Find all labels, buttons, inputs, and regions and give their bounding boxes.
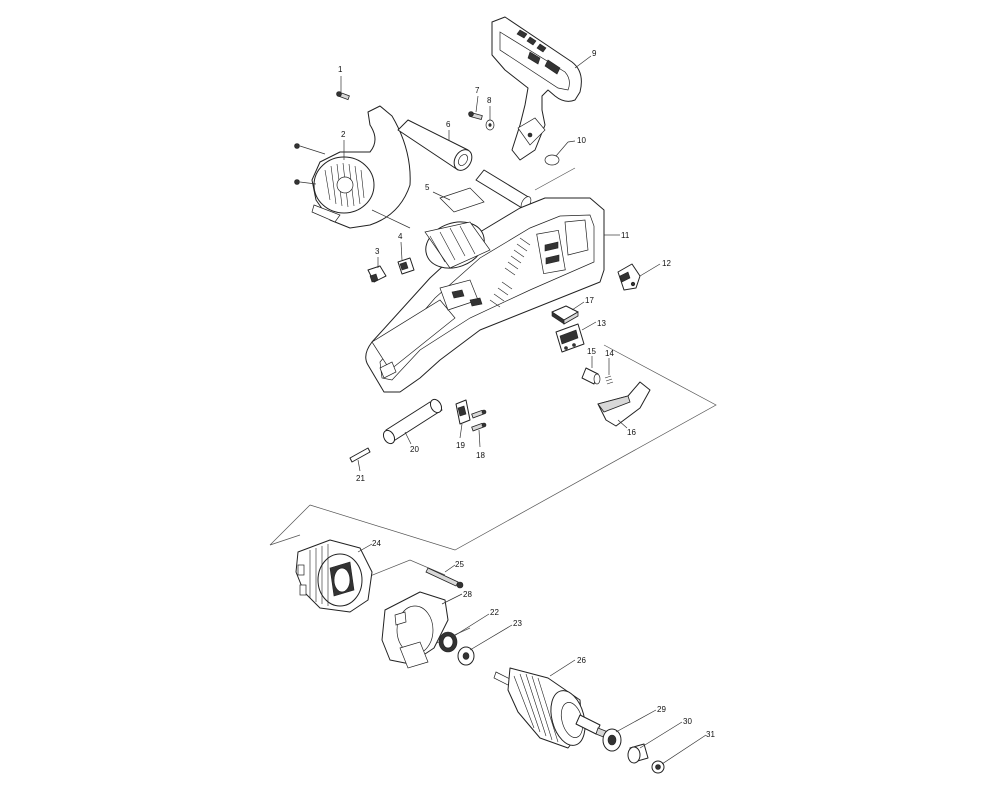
callout-part-24: 24 bbox=[372, 539, 381, 548]
washer-part-8 bbox=[485, 119, 495, 131]
part-callouts: 1 2 3 4 5 6 7 8 9 10 11 12 13 14 15 16 1… bbox=[338, 49, 715, 739]
callout-part-3: 3 bbox=[375, 247, 380, 256]
screw-part-18 bbox=[471, 409, 487, 432]
cord-guard-part-20 bbox=[382, 398, 443, 445]
callout-part-11: 11 bbox=[621, 231, 630, 240]
callout-part-20: 20 bbox=[410, 445, 419, 454]
callout-part-12: 12 bbox=[662, 259, 671, 268]
upper-assembly-frame bbox=[309, 167, 717, 551]
block-part-17 bbox=[551, 305, 579, 325]
brush-part-3 bbox=[367, 265, 387, 283]
spring-part bbox=[544, 141, 569, 166]
rod-part bbox=[475, 169, 532, 210]
callout-part-1: 1 bbox=[338, 65, 343, 74]
tube-part bbox=[397, 119, 473, 171]
callout-leaders bbox=[340, 55, 707, 765]
retainer-part-30 bbox=[627, 743, 649, 764]
callout-part-25: 25 bbox=[455, 560, 464, 569]
callout-part-22: 22 bbox=[490, 608, 499, 617]
callout-part-18: 18 bbox=[476, 451, 485, 460]
main-housing-part bbox=[365, 197, 605, 393]
callout-part-7: 7 bbox=[475, 86, 480, 95]
callout-part-29: 29 bbox=[657, 705, 666, 714]
callout-part-21: 21 bbox=[356, 474, 365, 483]
callout-part-31: 31 bbox=[706, 730, 715, 739]
switch-part-12 bbox=[617, 263, 641, 291]
motor-cover-part bbox=[294, 105, 411, 229]
switch-part-13 bbox=[555, 323, 585, 353]
nut-part-31 bbox=[651, 760, 665, 774]
brush-holder-part-4 bbox=[397, 257, 415, 275]
screw-part-1 bbox=[336, 91, 350, 101]
baffle-plate-part-28 bbox=[381, 591, 449, 669]
washer-part-23 bbox=[457, 646, 475, 666]
stator-part-24 bbox=[295, 539, 373, 613]
pin-part-21 bbox=[349, 447, 371, 463]
clamp-part-19 bbox=[455, 399, 471, 425]
hand-guard-part bbox=[491, 16, 582, 161]
bearing-part-29 bbox=[602, 728, 622, 752]
callout-part-23: 23 bbox=[513, 619, 522, 628]
trigger-part-16 bbox=[597, 381, 651, 427]
callout-part-17: 17 bbox=[585, 296, 594, 305]
callout-part-9: 9 bbox=[592, 49, 597, 58]
callout-part-28: 28 bbox=[463, 590, 472, 599]
callout-part-5: 5 bbox=[425, 183, 430, 192]
callout-part-14: 14 bbox=[605, 349, 614, 358]
callout-part-6: 6 bbox=[446, 120, 451, 129]
bearing-part-22 bbox=[438, 631, 458, 653]
screw-part-7 bbox=[468, 111, 483, 120]
armature-part-26 bbox=[493, 667, 619, 749]
lock-pin-part-15 bbox=[581, 367, 601, 385]
label-part bbox=[439, 187, 485, 213]
callout-part-8: 8 bbox=[487, 96, 492, 105]
callout-part-13: 13 bbox=[597, 319, 606, 328]
callout-part-30: 30 bbox=[683, 717, 692, 726]
callout-part-16: 16 bbox=[627, 428, 636, 437]
callout-part-26: 26 bbox=[577, 656, 586, 665]
callout-part-4: 4 bbox=[398, 232, 403, 241]
callout-part-10: 10 bbox=[577, 136, 586, 145]
screw-part-25 bbox=[425, 567, 464, 589]
callout-part-2: 2 bbox=[341, 130, 346, 139]
callout-part-15: 15 bbox=[587, 347, 596, 356]
callout-part-19: 19 bbox=[456, 441, 465, 450]
spring-part-14 bbox=[604, 375, 614, 385]
